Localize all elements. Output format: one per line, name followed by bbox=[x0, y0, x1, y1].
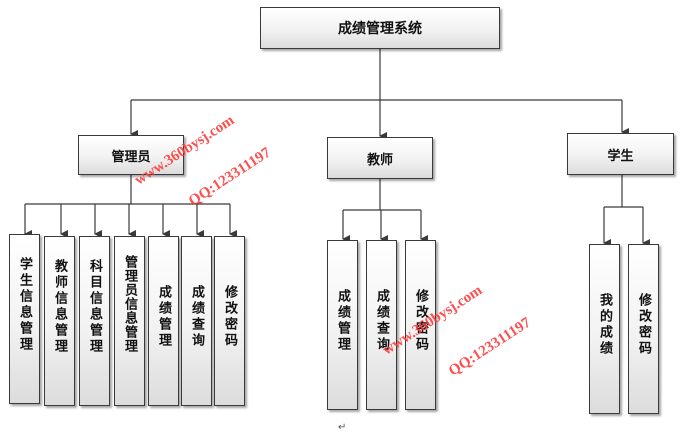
leaf-label: 成绩查询 bbox=[374, 289, 389, 353]
leaf-admin-3: 科目信息管理 bbox=[79, 236, 110, 406]
leaf-admin-2: 教师信息管理 bbox=[44, 236, 75, 406]
leaf-label: 我的成绩 bbox=[597, 293, 612, 357]
leaf-label: 修改密码 bbox=[413, 289, 428, 353]
leaf-teacher-2: 成绩查询 bbox=[366, 240, 397, 410]
leaf-student-1: 我的成绩 bbox=[589, 244, 620, 414]
leaf-label: 修改密码 bbox=[636, 293, 651, 357]
leaf-label: 成绩管理 bbox=[156, 285, 171, 349]
leaf-admin-5: 成绩管理 bbox=[148, 236, 179, 406]
role-node-student: 学生 bbox=[567, 133, 674, 175]
role-label-teacher: 教师 bbox=[366, 152, 393, 168]
root-node: 成绩管理系统 bbox=[260, 7, 500, 49]
role-node-teacher: 教师 bbox=[327, 137, 433, 179]
leaf-admin-1: 学生信息管理 bbox=[9, 234, 40, 404]
role-node-admin: 管理员 bbox=[78, 135, 184, 175]
leaf-label: 学生信息管理 bbox=[17, 257, 32, 353]
role-label-admin: 管理员 bbox=[111, 149, 151, 165]
leaf-teacher-3: 修改密码 bbox=[405, 240, 436, 410]
leaf-admin-6: 成绩查询 bbox=[181, 236, 212, 406]
leaf-label: 成绩查询 bbox=[189, 285, 204, 349]
leaf-admin-4: 管理员信息管理 bbox=[114, 236, 145, 406]
leaf-label: 管理员信息管理 bbox=[122, 255, 137, 353]
leaf-admin-7: 修改密码 bbox=[214, 236, 245, 406]
paragraph-mark: ↵ bbox=[338, 422, 347, 433]
root-label: 成绩管理系统 bbox=[338, 21, 422, 37]
leaf-label: 科目信息管理 bbox=[87, 259, 102, 355]
leaf-label: 教师信息管理 bbox=[52, 259, 67, 355]
leaf-label: 修改密码 bbox=[222, 285, 237, 349]
role-label-student: 学生 bbox=[607, 148, 634, 164]
leaf-student-2: 修改密码 bbox=[628, 244, 659, 414]
leaf-teacher-1: 成绩管理 bbox=[327, 240, 358, 410]
leaf-label: 成绩管理 bbox=[335, 289, 350, 353]
